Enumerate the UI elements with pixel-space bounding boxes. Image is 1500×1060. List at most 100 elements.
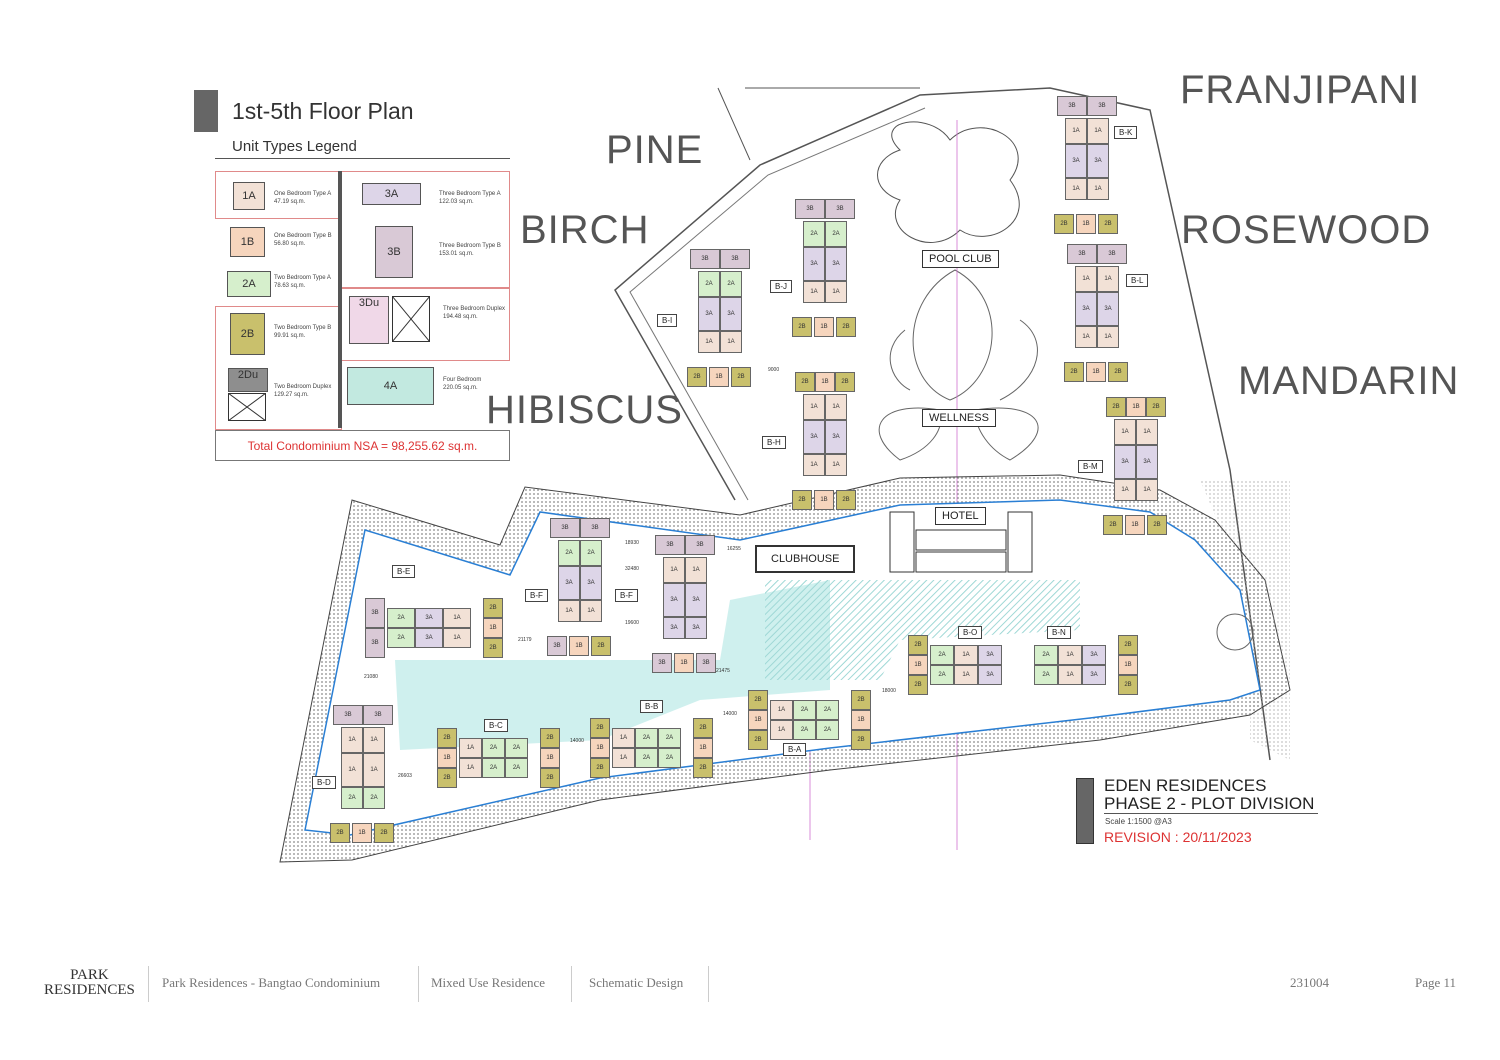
unit-3a: 3A xyxy=(663,617,685,639)
unit-2b: 2B xyxy=(483,638,503,658)
unit-2a: 2A xyxy=(1034,665,1058,685)
divider xyxy=(708,966,709,1002)
unit-1a: 1A xyxy=(803,394,825,420)
unit-3b: 3B xyxy=(696,653,716,673)
unit-1a: 1A xyxy=(341,753,363,787)
unit-3a: 3A xyxy=(580,566,602,600)
unit-1a: 1A xyxy=(1136,419,1158,445)
water-feature xyxy=(395,580,830,750)
unit-1a: 1A xyxy=(1065,178,1087,200)
unit-2b: 2B xyxy=(374,823,394,843)
dimension-label: 19600 xyxy=(625,620,639,626)
unit-2b: 2B xyxy=(687,367,707,387)
unit-3a: 3A xyxy=(720,297,742,331)
block-label: B-J xyxy=(770,280,792,293)
unit-3b: 3B xyxy=(365,598,385,628)
unit-3b: 3B xyxy=(652,653,672,673)
north-site-boundary xyxy=(614,87,1271,761)
logo-line-2: RESIDENCES xyxy=(44,982,135,998)
dimension-label: 9000 xyxy=(768,367,780,373)
duplex-upper-floor-icon xyxy=(228,393,266,421)
zone-label-birch: BIRCH xyxy=(520,208,650,252)
unit-name: Two Bedroom Type A xyxy=(274,275,331,281)
unit-name: Three Bedroom Type B xyxy=(439,243,501,249)
legend-swatch-3a: 3A xyxy=(362,183,421,205)
unit-3a: 3A xyxy=(685,583,707,617)
unit-2b: 2B xyxy=(591,636,611,656)
unit-1b: 1B xyxy=(709,367,729,387)
unit-2b: 2B xyxy=(437,768,457,788)
dimension-label: 32480 xyxy=(625,566,639,572)
unit-2b: 2B xyxy=(590,758,610,778)
unit-1a: 1A xyxy=(1058,645,1082,665)
unit-1a: 1A xyxy=(770,720,793,740)
unit-1a: 1A xyxy=(803,281,825,303)
unit-2b: 2B xyxy=(590,718,610,738)
unit-1a: 1A xyxy=(825,394,847,420)
unit-2b: 2B xyxy=(748,690,768,710)
unit-2b: 2B xyxy=(330,823,350,843)
duplex-upper-floor-icon xyxy=(392,296,430,342)
block-label: B-N xyxy=(1047,626,1071,639)
unit-3b: 3B xyxy=(1097,244,1127,264)
unit-2b: 2B xyxy=(1106,397,1126,417)
unit-2a: 2A xyxy=(930,665,954,685)
unit-1b: 1B xyxy=(569,636,589,656)
unit-3b: 3B xyxy=(550,518,580,538)
unit-1b: 1B xyxy=(437,748,457,768)
pool-club-label: POOL CLUB xyxy=(922,250,999,268)
unit-2a: 2A xyxy=(793,700,816,720)
legend-swatch-2b: 2B xyxy=(230,313,265,355)
unit-2a: 2A xyxy=(658,748,681,768)
unit-3a: 3A xyxy=(1136,445,1158,479)
footer-stage: Schematic Design xyxy=(589,975,684,990)
unit-2a: 2A xyxy=(658,728,681,748)
unit-2a: 2A xyxy=(580,540,602,566)
unit-3a: 3A xyxy=(1082,665,1106,685)
unit-1a: 1A xyxy=(663,557,685,583)
total-nsa: Total Condominium NSA = 98,255.62 sq.m. xyxy=(215,430,510,461)
top-road xyxy=(717,87,920,161)
unit-3a: 3A xyxy=(1097,292,1119,326)
block-label: B-B xyxy=(640,700,664,713)
unit-3a: 3A xyxy=(415,608,443,628)
zone-label-mandarin: MANDARIN xyxy=(1238,359,1460,403)
unit-1b: 1B xyxy=(908,655,928,675)
hotel-building xyxy=(889,511,1033,573)
dimension-label: 16255 xyxy=(727,546,741,552)
unit-area: 99.91 sq.m. xyxy=(274,333,306,339)
unit-2b: 2B xyxy=(1118,635,1138,655)
unit-2b: 2B xyxy=(1064,362,1084,382)
unit-2b: 2B xyxy=(908,635,928,655)
legend-divider xyxy=(338,171,342,428)
unit-1a: 1A xyxy=(1114,479,1136,501)
unit-1a: 1A xyxy=(363,727,385,753)
unit-1b: 1B xyxy=(814,490,834,510)
unit-2b: 2B xyxy=(1054,214,1074,234)
hotel-label: HOTEL xyxy=(935,507,986,525)
divider xyxy=(215,158,510,159)
unit-2b: 2B xyxy=(693,718,713,738)
garden-leaves xyxy=(878,269,1039,461)
legend-swatch-2du: 2Du xyxy=(228,368,268,392)
unit-3a: 3A xyxy=(1114,445,1136,479)
unit-2b: 2B xyxy=(540,768,560,788)
unit-2b: 2B xyxy=(1103,515,1123,535)
unit-2b: 2B xyxy=(792,317,812,337)
unit-3b: 3B xyxy=(795,199,825,219)
block-label: B-E xyxy=(392,565,416,578)
unit-2a: 2A xyxy=(825,221,847,247)
east-landscape xyxy=(1200,480,1290,760)
unit-2a: 2A xyxy=(635,728,658,748)
unit-2a: 2A xyxy=(635,748,658,768)
unit-name: Four Bedroom xyxy=(443,377,482,383)
unit-1a: 1A xyxy=(612,728,635,748)
unit-2b: 2B xyxy=(836,490,856,510)
unit-2b: 2B xyxy=(748,730,768,750)
footer-code: 231004 xyxy=(1290,975,1329,990)
unit-1b: 1B xyxy=(674,653,694,673)
unit-area: 78.63 sq.m. xyxy=(274,283,306,289)
